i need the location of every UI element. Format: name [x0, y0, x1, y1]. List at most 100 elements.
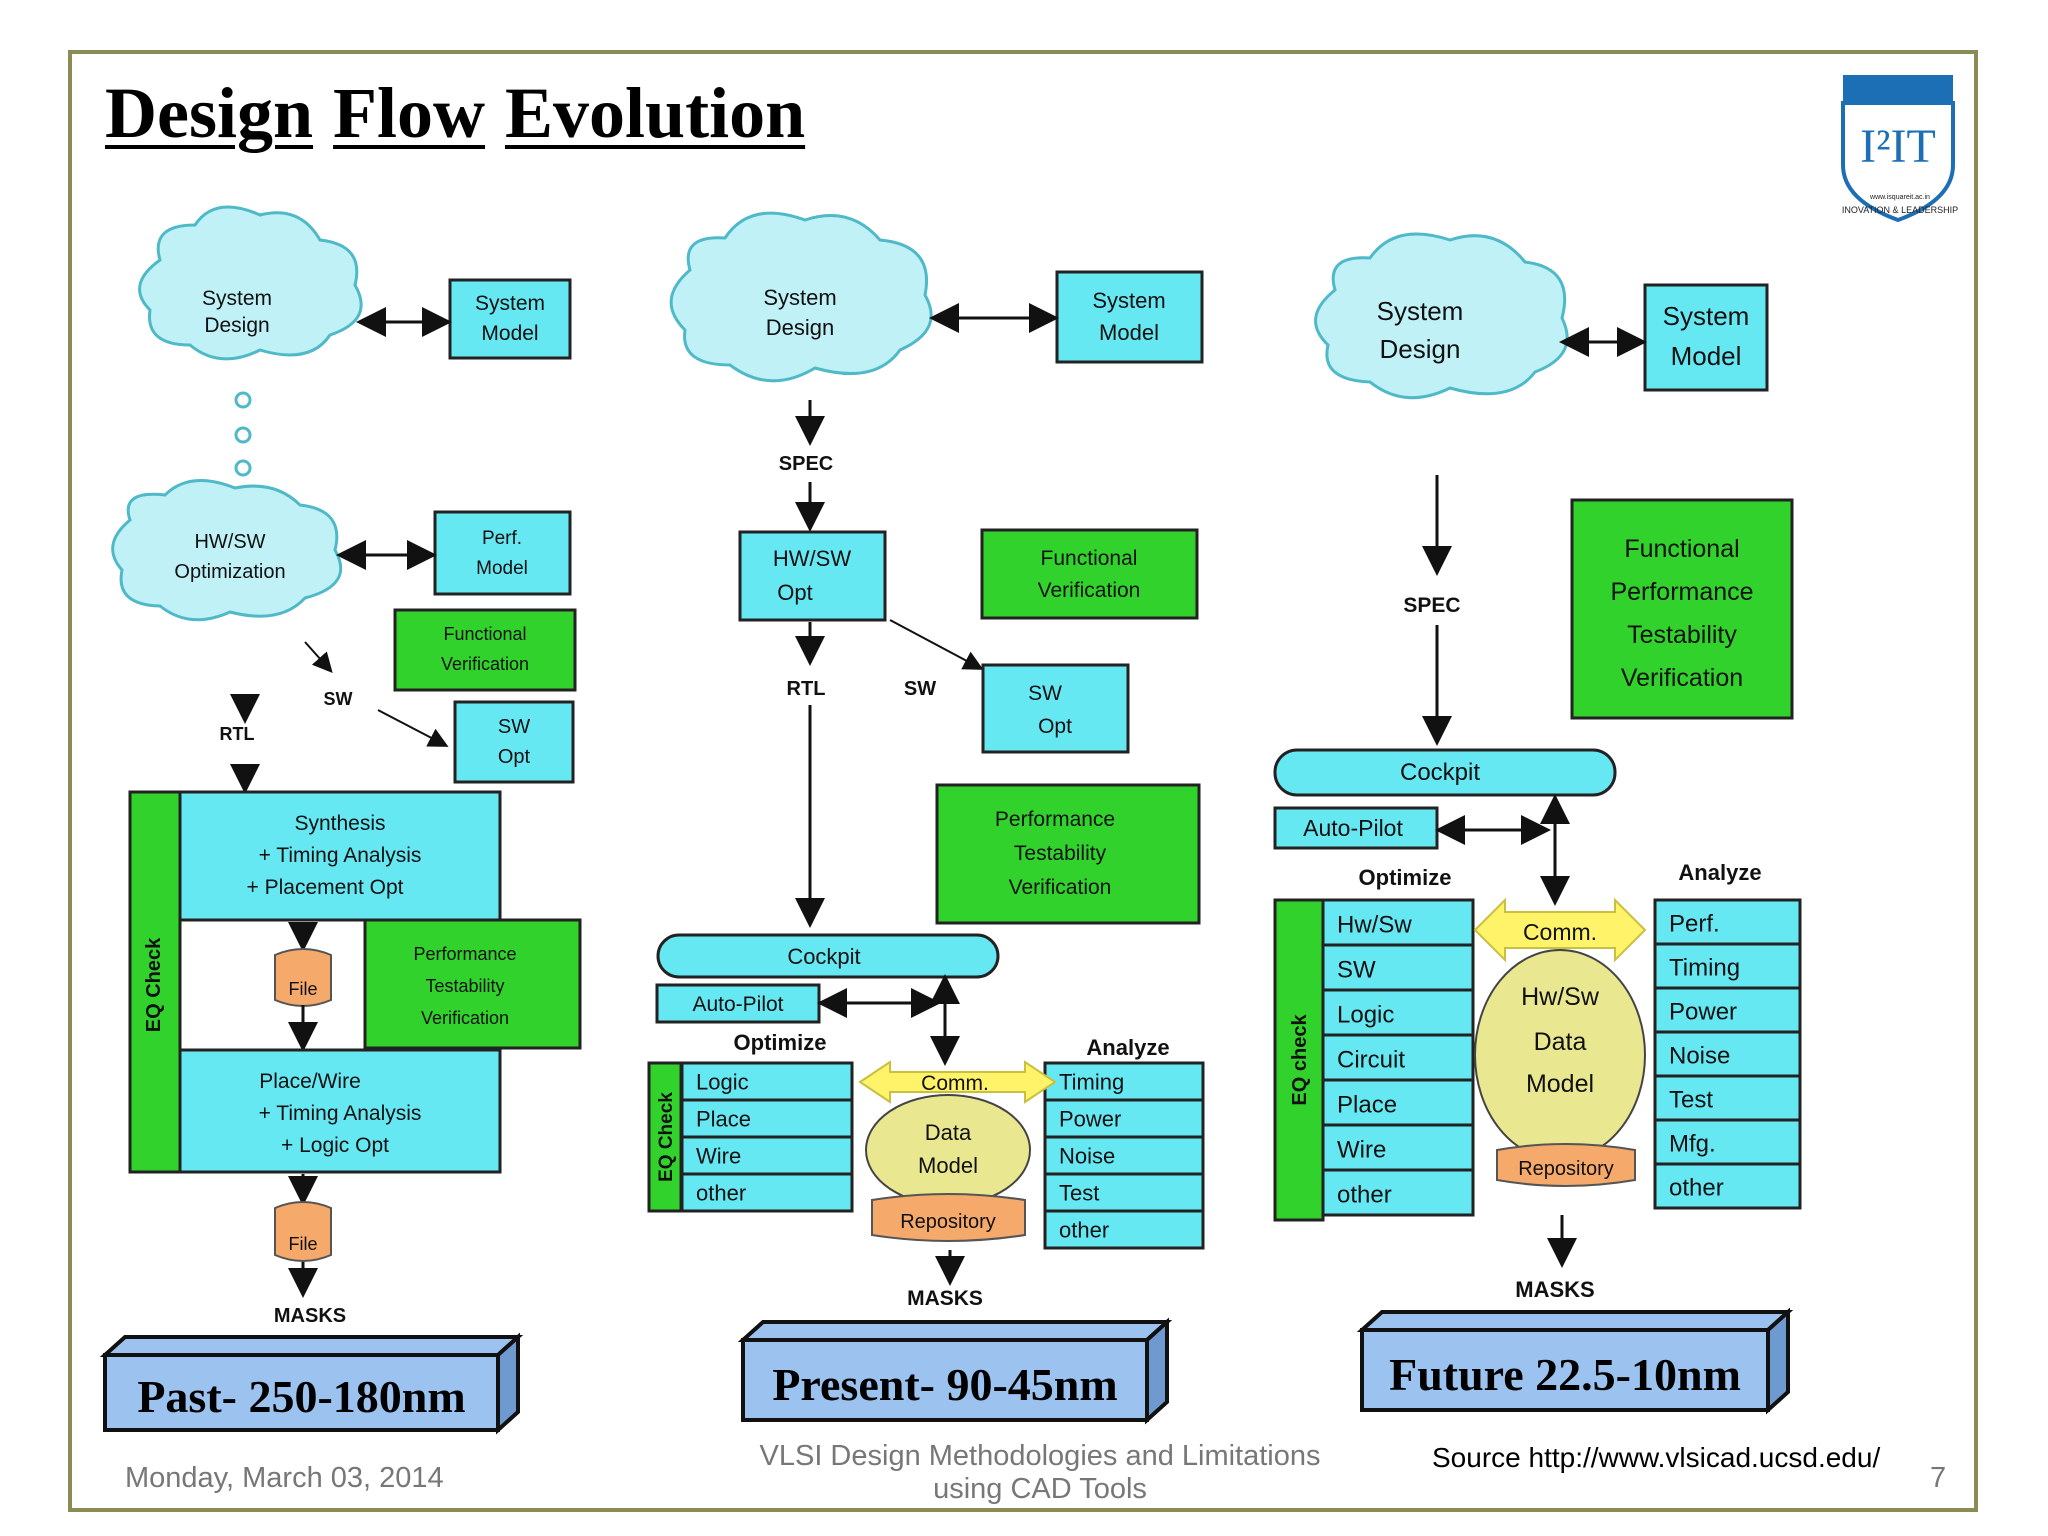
title-word-1: Design [105, 73, 314, 153]
past-perf-model-label-1: Perf. [482, 528, 522, 549]
future-system-model-label-1: System [1663, 301, 1750, 331]
past-system-model-box [448, 278, 572, 360]
future-optimize-item-box [1321, 1033, 1475, 1082]
present-sw-opt-label-1: SW [1028, 682, 1062, 705]
future-cockpit-label: Cockpit [1400, 759, 1480, 786]
past-fv-label-2: Verification [441, 654, 529, 674]
future-era-label: Future 22.5-10nm [1389, 1349, 1741, 1400]
future-fptv-label-3: Testability [1627, 621, 1737, 649]
future-analyze-item-label: other [1669, 1175, 1724, 1202]
past-synthesis-label-2: + Timing Analysis [259, 844, 422, 867]
present-eq-check-label: EQ Check [656, 1092, 677, 1182]
future-repository [1496, 1143, 1636, 1187]
past-synthesis-label-1: Synthesis [294, 812, 385, 835]
slide-frame [68, 50, 1978, 1512]
past-eq-check-bar [128, 790, 182, 1174]
present-masks-label: MASKS [907, 1287, 983, 1310]
future-optimize-item-label: Wire [1337, 1136, 1386, 1163]
past-file-label-1: File [288, 979, 317, 999]
present-sw-opt-box [981, 663, 1130, 754]
past-file-label-2: File [288, 1234, 317, 1254]
past-sw-opt-box [453, 700, 575, 784]
past-synthesis-box [178, 790, 502, 922]
present-optimize-item-box [680, 1098, 854, 1139]
present-analyze-item-label: Test [1059, 1181, 1099, 1206]
future-analyze-item-box [1653, 1118, 1802, 1166]
future-system-model-box [1643, 283, 1769, 392]
past-system-model-label-1: System [475, 292, 545, 315]
past-perf-model-box [433, 510, 572, 596]
present-optimize-item-box [680, 1172, 854, 1213]
past-system-design-label-1: System [202, 287, 272, 310]
past-masks-label: MASKS [274, 1305, 346, 1327]
present-repository [871, 1193, 1026, 1242]
logo-url: www.isquareit.ac.in [1870, 194, 1930, 201]
future-model-label: Model [1526, 1070, 1594, 1098]
present-analyze-item-label: Power [1059, 1107, 1121, 1132]
present-comm-arrow [858, 1060, 1057, 1104]
future-flow: System Design System Model SPEC Function… [1273, 232, 1802, 1302]
future-hwsw-label: Hw/Sw [1521, 983, 1600, 1011]
past-perf-model-label-2: Model [476, 558, 528, 579]
present-fv-label-1: Functional [1041, 547, 1138, 570]
present-analyze-item-box [1043, 1172, 1205, 1213]
present-optimize-item-box [680, 1061, 854, 1102]
footer-source: Source http://www.vlsicad.ucsd.edu/ [1432, 1442, 1881, 1473]
future-optimize-item-box [1321, 943, 1475, 992]
future-comm-arrow [1473, 897, 1647, 963]
future-analyze-item-label: Timing [1669, 955, 1740, 982]
present-functional-verification-box [980, 528, 1199, 620]
past-functional-verification-box [393, 608, 577, 692]
present-sw-label: SW [904, 678, 936, 700]
future-autopilot-label: Auto-Pilot [1303, 815, 1403, 841]
future-analyze-label: Analyze [1678, 860, 1761, 885]
past-thought-dot-1 [234, 391, 252, 409]
present-system-model-label-2: Model [1099, 320, 1159, 345]
future-analyze-item-label: Power [1669, 999, 1737, 1026]
present-model-label: Model [918, 1153, 978, 1178]
era-label-present [737, 1317, 1173, 1425]
present-hwsw-opt-box [738, 530, 887, 622]
future-optimize-label: Optimize [1359, 865, 1452, 890]
title-word-3: Evolution [505, 73, 806, 153]
present-repository-label: Repository [900, 1211, 996, 1233]
present-comm-label: Comm. [921, 1072, 989, 1095]
past-placewire-label-3: + Logic Opt [281, 1134, 389, 1157]
future-analyze-item-label: Noise [1669, 1043, 1730, 1070]
future-analyze-item-box [1653, 986, 1802, 1034]
present-optimize-item-label: Place [696, 1107, 751, 1132]
future-optimize-item-label: Circuit [1337, 1046, 1405, 1073]
footer-course: VLSI Design Methodologies and Limitation… [700, 1440, 1380, 1506]
past-thought-dot-3 [234, 459, 252, 477]
future-data-label: Data [1534, 1028, 1587, 1056]
logo-tagline: INOVATION & LEADERSHIP [1841, 205, 1959, 215]
future-optimize-item-box [1321, 1078, 1475, 1127]
past-ptv-label-2: Testability [425, 976, 504, 996]
past-arrow-sw-2 [377, 709, 449, 747]
past-placewire-label-2: + Timing Analysis [259, 1102, 422, 1125]
past-flow: System Design System Model HW/SW Optimiz… [111, 205, 582, 1327]
present-analyze-item-box [1043, 1061, 1205, 1102]
future-analyze-item-label: Test [1669, 1087, 1713, 1114]
present-autopilot-label: Auto-Pilot [692, 993, 783, 1016]
past-era-label: Past- 250-180nm [137, 1371, 466, 1422]
past-sw-label: SW [324, 689, 353, 709]
present-optimize-item-label: other [696, 1181, 746, 1206]
future-optimize-item-box [1321, 1168, 1475, 1217]
future-fptv-label-4: Verification [1621, 664, 1743, 692]
future-spec-label: SPEC [1403, 594, 1460, 617]
past-ptv-label-1: Performance [413, 944, 516, 964]
past-arrow-sw-1 [304, 641, 333, 673]
future-system-design-label-2: Design [1380, 334, 1461, 364]
future-system-model-label-2: Model [1671, 341, 1742, 371]
future-fptv-label-1: Functional [1624, 535, 1739, 563]
past-hwsw-label-2: Optimization [174, 561, 285, 583]
present-analyze-item-label: Timing [1059, 1070, 1124, 1095]
future-analyze-item-box [1653, 1162, 1802, 1210]
era-label-past [99, 1332, 524, 1435]
present-hwsw-opt-label-2: Opt [777, 580, 812, 605]
past-file-cylinder-1 [274, 948, 332, 1007]
